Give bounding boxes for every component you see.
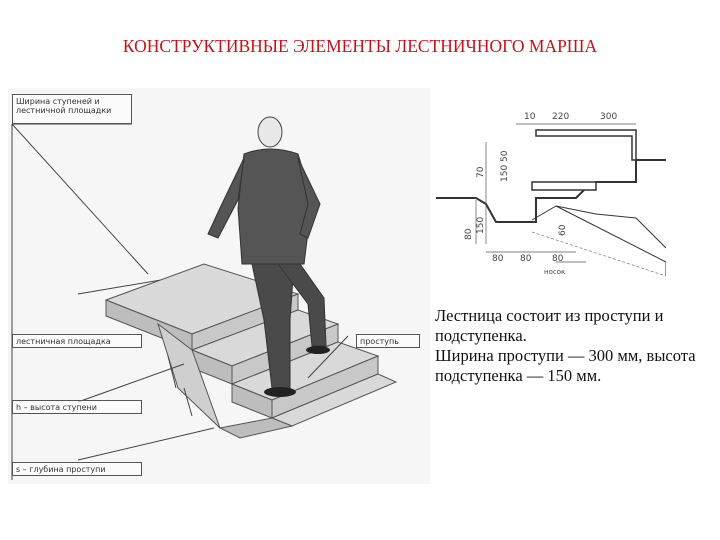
description-line-1: Лестница состоит из проступи и подступен… (435, 306, 664, 345)
dim-220: 220 (552, 112, 570, 122)
dim-60: 60 (558, 224, 568, 236)
dim-80-right: 80 (552, 254, 564, 264)
depth-label: s – глубина проступи (12, 462, 142, 476)
landing-label: лестничная площадка (12, 334, 142, 348)
dim-80-left: 80 (492, 254, 504, 264)
stair-drawing (11, 116, 398, 480)
dim-80-side: 80 (464, 228, 474, 240)
dim-80-bottom: 80 (520, 254, 532, 264)
dim-300: 300 (600, 112, 618, 122)
tread-label: проступь (356, 334, 420, 348)
description-text: Лестница состоит из проступи и подступен… (435, 306, 717, 386)
dim-150-50: 150 50 (500, 150, 510, 183)
nosok-label: носок (544, 268, 566, 276)
section-lines (436, 123, 666, 277)
description-line-2: Ширина проступи — 300 мм, высота подступ… (435, 346, 696, 385)
dim-70: 70 (476, 166, 486, 178)
width-label: Ширина ступеней и лестничной площадки (12, 94, 132, 124)
stair-illustration: Ширина ступеней и лестничной площадки ле… (8, 88, 430, 484)
slide-title: КОНСТРУКТИВНЫЕ ЭЛЕМЕНТЫ ЛЕСТНИЧНОГО МАРШ… (122, 36, 598, 56)
dim-10: 10 (524, 112, 536, 122)
height-label: h – высота ступени (12, 400, 142, 414)
stair-section-drawing: 10 220 300 150 50 70 150 60 80 80 80 80 … (436, 112, 666, 284)
dim-150: 150 (476, 216, 486, 234)
